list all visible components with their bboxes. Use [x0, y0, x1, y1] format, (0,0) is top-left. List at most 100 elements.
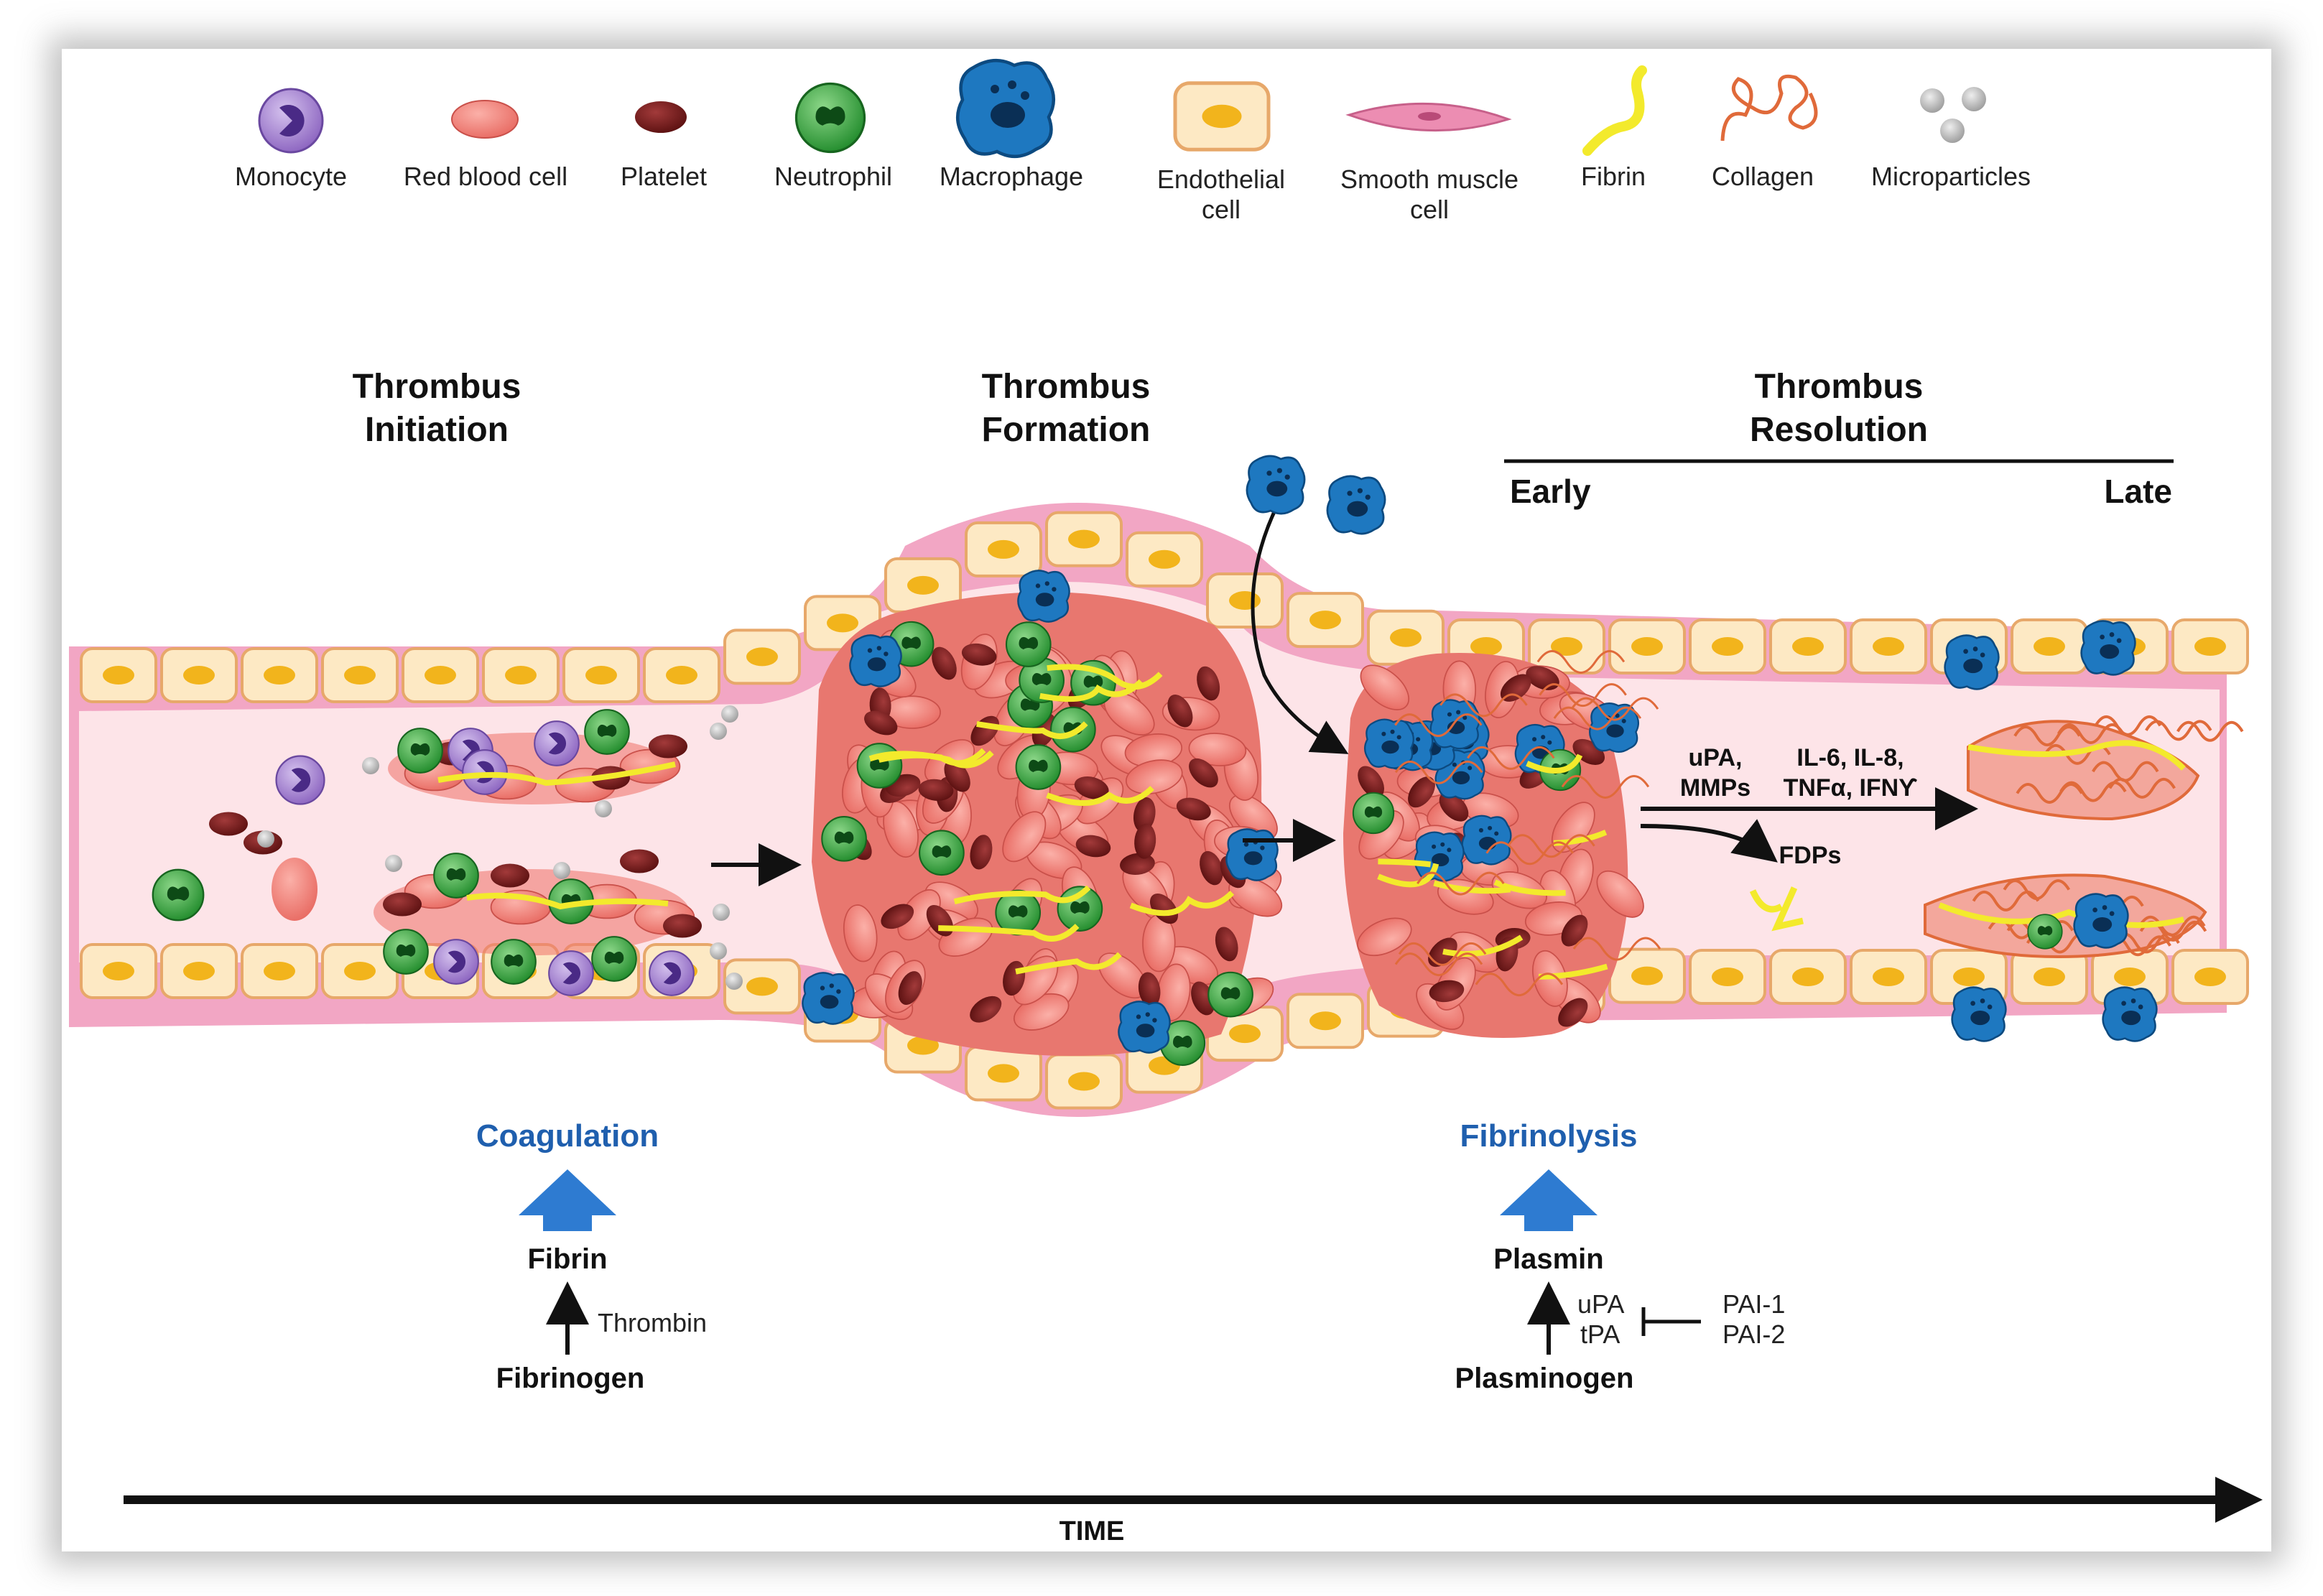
label-mmps: MMPs — [1680, 774, 1751, 802]
endothelial-cell — [160, 647, 238, 703]
macrophage-recruitment-arrow — [1251, 501, 1349, 754]
neutrophil — [821, 815, 867, 862]
legend-label-neutrophil: Neutrophil — [774, 162, 892, 191]
collagen-fiber — [2013, 725, 2081, 747]
endothelial-cell — [1769, 618, 1847, 674]
heading-formation-line1: Thrombus — [982, 368, 1151, 406]
legend-label-red-blood-cell: Red blood cell — [404, 162, 567, 191]
endothelial-cell — [1206, 572, 1284, 629]
collagen-fiber — [1394, 760, 1483, 784]
collagen-fiber — [1570, 697, 1659, 721]
macrophage — [849, 634, 902, 687]
collagen-fiber — [1485, 841, 1574, 866]
endothelial-cell — [1769, 949, 1847, 1005]
stage-headings: Thrombus Initiation Thrombus Formation T… — [353, 368, 2174, 510]
endothelial-cell — [2011, 949, 2088, 1005]
fibrinolysis-up-arrow-icon — [1500, 1169, 1598, 1231]
legend-label-microparticles: Microparticles — [1871, 162, 2031, 191]
collagen-fiber — [1439, 693, 1528, 718]
heading-formation-line2: Formation — [982, 411, 1151, 449]
fibrin-strand — [1015, 952, 1122, 975]
heading-initiation-line2: Initiation — [365, 411, 509, 449]
legend-monocyte: Monocyte — [235, 88, 347, 191]
collagen-fiber — [2094, 715, 2162, 736]
fibrinolysis-pai2: PAI-2 — [1722, 1319, 1785, 1349]
label-late: Late — [2104, 473, 2172, 510]
endothelial-cell — [1045, 511, 1123, 567]
neutrophil — [1207, 971, 1253, 1018]
endothelial-cell — [482, 647, 560, 703]
neutrophil — [1015, 744, 1062, 790]
monocyte-icon — [258, 88, 324, 154]
time-label: TIME — [1060, 1516, 1125, 1546]
late-resolution — [1924, 620, 2244, 1042]
legend-platelet: Platelet — [621, 101, 707, 191]
legend-fibrin: Fibrin — [1581, 65, 1647, 191]
fibrin-strand — [1047, 664, 1163, 690]
formation-thrombus — [802, 570, 1289, 1066]
fibrin-strand — [1493, 879, 1566, 896]
endothelial-cell — [80, 943, 157, 999]
collagen-fiber — [1416, 871, 1505, 896]
time-arrow-head-icon — [2215, 1477, 2263, 1523]
fibrinolysis-pai1: PAI-1 — [1722, 1289, 1785, 1319]
initiation-region — [152, 705, 743, 996]
fibrinolysis-upa: uPA — [1577, 1289, 1624, 1319]
endothelial-cell — [562, 647, 640, 703]
collagen-fiber — [1553, 706, 1642, 730]
macrophage — [1118, 1001, 1171, 1054]
collagen-fiber — [2145, 720, 2212, 741]
coagulation-fibrin: Fibrin — [527, 1243, 607, 1275]
legend-label-fibrin: Fibrin — [1581, 162, 1646, 191]
label-early: Early — [1510, 473, 1591, 510]
endothelial-cell — [643, 647, 720, 703]
coagulation-pathway: Coagulation Fibrin Thrombin Fibrinogen — [476, 1118, 707, 1394]
heading-resolution-line2: Resolution — [1750, 411, 1928, 449]
collagen-fiber — [1398, 942, 1487, 966]
endothelial-cell — [2011, 618, 2088, 674]
endothelial-cell — [723, 628, 801, 685]
coagulation-thrombin: Thrombin — [598, 1308, 707, 1337]
fibrin-strand — [1377, 863, 1439, 888]
endothelial-cell — [1126, 531, 1203, 588]
arrow-to-fdps — [1640, 819, 1778, 863]
fibrinolysis-title: Fibrinolysis — [1460, 1118, 1638, 1154]
macrophage — [1225, 828, 1279, 881]
red-blood-cell-icon — [451, 100, 519, 139]
platelet-icon — [635, 101, 687, 133]
legend-label-smooth-muscle-line1: Smooth muscle — [1340, 164, 1518, 194]
fibrin-strand — [976, 720, 1088, 739]
label-cytokines-1: IL-6, IL-8, — [1796, 744, 1904, 771]
coagulation-fibrinogen: Fibrinogen — [496, 1363, 645, 1394]
fibrin-strand — [878, 748, 986, 766]
endothelial-cell — [1286, 592, 1364, 649]
endothelial-cell — [1850, 618, 1927, 674]
heading-resolution-line1: Thrombus — [1755, 368, 1924, 406]
endothelial-cell — [965, 1045, 1042, 1102]
collagen-fiber — [1572, 937, 1661, 961]
legend-macrophage: Macrophage — [940, 60, 1083, 191]
early-resolution-thrombus — [1246, 455, 1661, 1039]
endothelial-cell — [2171, 618, 2249, 674]
endothelial-cell — [321, 647, 399, 703]
legend-label-smooth-muscle-line2: cell — [1410, 195, 1449, 224]
macrophage — [1588, 702, 1640, 753]
legend-label-endothelial-line2: cell — [1202, 195, 1241, 224]
endothelial-cell — [1850, 949, 1927, 1005]
label-fdps: FDPs — [1779, 842, 1842, 869]
fibrin-strand — [1039, 679, 1144, 702]
fibrin-strand — [1539, 963, 1608, 980]
endothelial-cell-icon — [1175, 83, 1269, 150]
legend-collagen: Collagen — [1712, 74, 1818, 191]
fibrinolysis-tpa: tPA — [1580, 1319, 1620, 1349]
label-cytokines-2: TNFα, IFNϒ — [1784, 774, 1918, 802]
collagen-fiber — [1394, 952, 1483, 977]
label-upa: uPA, — [1689, 744, 1743, 771]
legend-label-collagen: Collagen — [1712, 162, 1814, 191]
fibrin-strand — [1046, 786, 1154, 807]
collagen-fiber — [1475, 973, 1564, 997]
legend-smooth-muscle-cell: Smooth muscle cell — [1340, 102, 1518, 224]
fibrin-strand — [1378, 858, 1432, 868]
endothelial-cell — [402, 647, 479, 703]
